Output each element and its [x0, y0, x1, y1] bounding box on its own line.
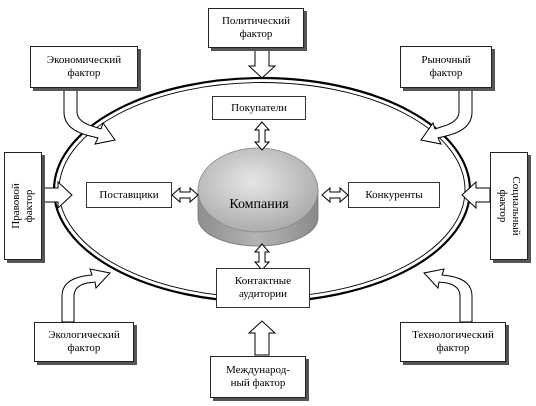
factor-legal: Правовой фактор: [4, 152, 42, 260]
arrow-political: [247, 49, 277, 79]
participant-suppliers: Поставщики: [86, 182, 172, 208]
participant-buyers: Покупатели: [212, 96, 306, 120]
arrow-center-left: [171, 186, 199, 204]
factor-market: Рыночный фактор: [400, 46, 492, 88]
factor-technological: Технологический фактор: [400, 322, 506, 362]
arrow-international: [247, 320, 277, 356]
factor-social-label: Социальный фактор: [497, 176, 522, 236]
arrow-center-right: [321, 186, 349, 204]
factor-ecological: Экологический фактор: [34, 322, 134, 362]
arrow-ecological: [61, 268, 111, 323]
factor-political: Политический фактор: [208, 8, 304, 48]
participant-contact-audiences: Контактные аудитории: [216, 268, 310, 308]
participant-competitors: Конкуренты: [348, 182, 440, 208]
arrow-technological: [423, 268, 473, 323]
arrow-legal: [43, 180, 73, 210]
company-cylinder: [197, 147, 319, 247]
arrow-economic: [63, 87, 116, 145]
arrow-market: [420, 87, 473, 145]
factor-economic: Экономический фактор: [30, 46, 138, 88]
factor-international: Международ- ный фактор: [210, 356, 306, 398]
arrow-center-bottom: [253, 243, 271, 271]
factor-legal-label: Правовой фактор: [10, 183, 35, 229]
factor-social: Социальный фактор: [490, 152, 528, 260]
company-label: Компания: [229, 197, 289, 212]
arrow-center-top: [253, 121, 271, 151]
arrow-social: [461, 180, 491, 210]
